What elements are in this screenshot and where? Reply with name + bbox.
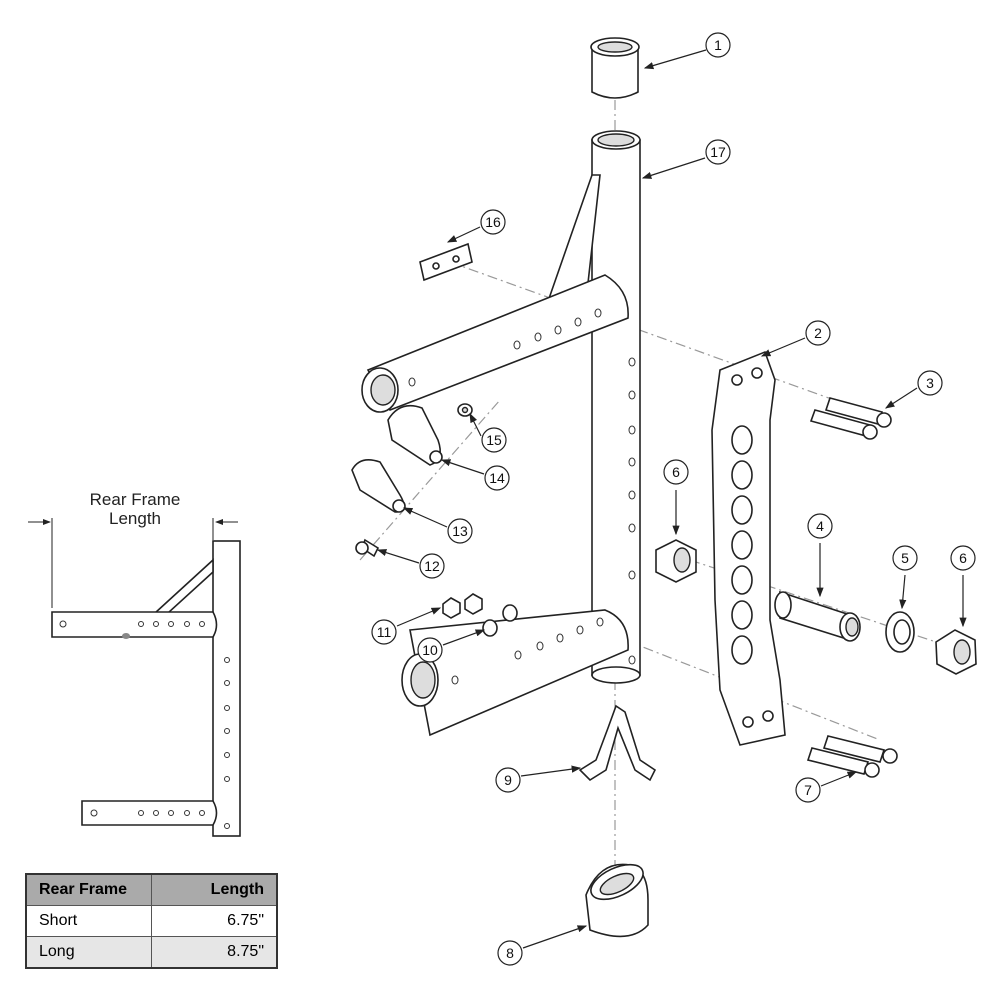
header-rear-frame: Rear Frame — [25, 873, 152, 906]
svg-text:6: 6 — [959, 550, 967, 566]
callout-10: 10 — [417, 637, 443, 663]
cell-length: 8.75" — [151, 936, 278, 969]
dimension-label-line1: Rear Frame — [89, 490, 181, 509]
cell-frame: Long — [25, 936, 152, 969]
cell-frame: Short — [25, 905, 152, 937]
callout-4: 4 — [807, 513, 833, 539]
svg-text:5: 5 — [901, 550, 909, 566]
header-length: Length — [151, 873, 278, 906]
part-2-bracket — [711, 350, 786, 746]
callout-8: 8 — [497, 940, 523, 966]
part-16-plate — [419, 242, 473, 282]
part-6-nut-left-hole — [673, 547, 691, 573]
callout-12: 12 — [419, 553, 445, 579]
rear-frame-length-table: Rear Frame Length Short 6.75" Long 8.75" — [25, 873, 278, 969]
cell-length: 6.75" — [151, 905, 278, 937]
callout-1: 1 — [705, 32, 731, 58]
svg-text:10: 10 — [422, 642, 438, 658]
callout-6-left: 6 — [663, 459, 689, 485]
svg-text:4: 4 — [816, 518, 824, 534]
callout-16: 16 — [480, 209, 506, 235]
part-5-washer — [885, 611, 915, 653]
table-row: Short 6.75" — [25, 905, 278, 937]
part-9-clip — [578, 704, 657, 782]
callout-6-right: 6 — [950, 545, 976, 571]
svg-text:15: 15 — [486, 432, 502, 448]
table-header-row: Rear Frame Length — [25, 873, 278, 906]
svg-text:1: 1 — [714, 37, 722, 53]
table-row: Long 8.75" — [25, 936, 278, 969]
callout-3: 3 — [917, 370, 943, 396]
callout-9: 9 — [495, 767, 521, 793]
svg-text:16: 16 — [485, 214, 501, 230]
svg-text:11: 11 — [377, 624, 392, 640]
part-4-spacer — [774, 590, 861, 642]
svg-text:2: 2 — [814, 325, 822, 341]
callout-14: 14 — [484, 465, 510, 491]
part-7-bolts — [806, 735, 898, 778]
parts-10-15-hardware — [351, 403, 518, 637]
callout-17: 17 — [705, 139, 731, 165]
part-3-bolts — [809, 397, 892, 440]
callout-15: 15 — [481, 427, 507, 453]
rear-frame-schematic — [28, 518, 241, 837]
lower-arm-tube — [401, 609, 629, 737]
svg-text:14: 14 — [489, 470, 505, 486]
svg-text:6: 6 — [672, 464, 680, 480]
rear-frame-length-label: Rear Frame Length — [60, 490, 210, 528]
leader-lines — [376, 49, 967, 949]
upper-arm-tube — [361, 274, 629, 413]
part-8-foot-cap — [585, 863, 649, 938]
part-1-end-cap — [590, 37, 640, 99]
callout-11: 11 — [371, 619, 397, 645]
callout-13: 13 — [447, 518, 473, 544]
callout-7: 7 — [795, 777, 821, 803]
dimension-label-line2: Length — [109, 509, 161, 528]
svg-text:7: 7 — [804, 782, 812, 798]
part-6-nut-right-hole — [953, 639, 971, 665]
part-17-main-tube — [543, 130, 641, 684]
svg-text:3: 3 — [926, 375, 934, 391]
svg-text:8: 8 — [506, 945, 514, 961]
svg-text:17: 17 — [710, 144, 726, 160]
svg-text:13: 13 — [452, 523, 468, 539]
callout-2: 2 — [805, 320, 831, 346]
svg-text:9: 9 — [504, 772, 512, 788]
callout-5: 5 — [892, 545, 918, 571]
svg-text:12: 12 — [424, 558, 440, 574]
